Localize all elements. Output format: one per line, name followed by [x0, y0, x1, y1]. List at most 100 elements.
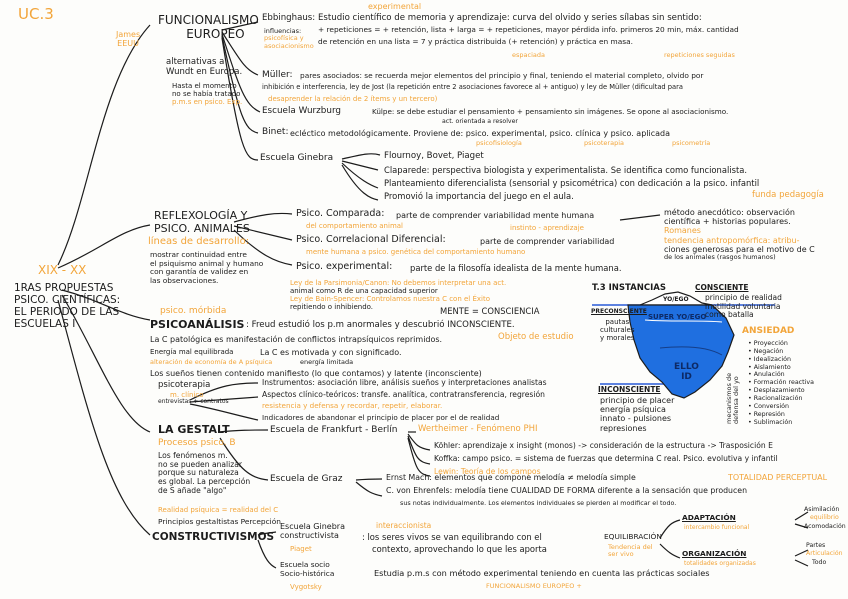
ansiedad-label: ANSIEDAD [742, 326, 795, 336]
organizacion-sub: totalidades organizadas [684, 560, 756, 567]
superyo-label: SUPER YO/EGO [648, 313, 707, 321]
funcionalismo-note: Hasta el momento no se había tratado p.m… [172, 82, 243, 107]
organizacion-label: ORGANIZACIÓN [682, 549, 747, 558]
gestalt-body: Los fenómenos m. no se pueden analizar p… [158, 451, 251, 495]
ginebra-line-2: Planteamiento diferencialista (sensorial… [384, 178, 760, 188]
preconsciente-label: PRECONSCIENTE [591, 308, 647, 315]
ebbinghaus-line-2: + repeticiones = + retención, lista + la… [318, 25, 739, 34]
muller-line-2: inhibición e interferencia, ley de Jost … [262, 83, 683, 91]
psicoanalisis-line-2: La C patológica es manifestación de conf… [150, 335, 443, 344]
gestalt-title: LA GESTALT [158, 423, 230, 436]
parsimonia: Ley de la Parsimonia/Canon: No debemos i… [290, 279, 507, 312]
ebbinghaus-line-1: Estudio científico de memoria y aprendiz… [318, 13, 702, 23]
binet-under-1: psicofisiología [476, 139, 522, 147]
comparada-head: Psico. Comparada: [296, 208, 385, 219]
binet-head: Binet: [262, 127, 289, 137]
ebbinghaus-line-3: de retención en una lista = 7 y práctica… [318, 37, 633, 46]
mente-consciencia: MENTE = CONSCIENCIA [440, 306, 540, 316]
graz-line-1: Ernst Mach: elementos que compone melodí… [386, 473, 636, 482]
psicoanalisis-line-1: : Freud estudió los p.m anormales y desc… [246, 320, 515, 330]
wurzburg-head: Escuela Wurzburg [262, 106, 341, 116]
comparada-note: del comportamiento animal [306, 222, 403, 230]
metodo-anecdotico: método anecdótico: observación científic… [664, 208, 815, 261]
psicoanalisis-line-4: La C es motivada y con significado. [260, 348, 402, 357]
psicoanalisis-line-3: Energía mal equilibrada [150, 348, 234, 356]
wurzburg-sub: act. orientada a resolver [442, 118, 518, 125]
yo-label: YO/EGO [663, 296, 689, 303]
psicoterapia: psicoterapia m. clínico entrevistas + co… [158, 380, 229, 405]
ginebra-constructivista-author: Piaget [290, 545, 312, 553]
psicoterapia-branch-2: Aspectos clínico-teóricos: transfe. anal… [262, 390, 545, 399]
ebbinghaus-under-2: repeticiones seguidas [664, 51, 735, 59]
preconsciente-lines: pautas culturales y morales [600, 318, 635, 343]
consciente-label: CONSCIENTE [695, 283, 749, 292]
ginebra-constructivista-note: interaccionista [376, 521, 432, 530]
reflexologia-body: mostrar continuidad entre el psiquismo a… [150, 250, 264, 285]
sociohistorica-author: Vygotsky [290, 583, 322, 591]
adaptacion-label: ADAPTACIÓN [682, 513, 736, 522]
sociohistorica-line: Estudia p.m.s con método experimental te… [374, 568, 710, 578]
ginebra-constructivista-line-1: : los seres vivos se van equilibrando co… [362, 532, 542, 542]
graz-head: Escuela de Graz [270, 474, 343, 484]
reflexologia-sub: líneas de desarrollo: [148, 236, 250, 247]
binet-under-2: psicoterapia [584, 139, 624, 147]
wurzburg-line: Külpe: se debe estudiar el pensamiento +… [372, 107, 729, 116]
funcionalismo-title: FUNCIONALISMO EUROPEO [158, 13, 259, 41]
psicoanalisis-title: PSICOANÁLISIS [150, 318, 245, 331]
objeto-estudio: Objeto de estudio [498, 332, 574, 342]
frankfurt-head: Escuela de Frankfurt - Berlín [270, 425, 398, 435]
muller-head: Müller: [262, 70, 293, 80]
correlacional-note: mente humana a psico. genética del compo… [306, 248, 526, 256]
adaptacion-sub: intercambio funcional [684, 524, 750, 531]
main-title: 1RAS PROPUESTAS PSICO. CIENTÍFICAS: EL P… [14, 282, 121, 331]
psicoanalisis-label: psico. mórbida [160, 306, 227, 316]
adaptacion-items: Asimilación equilibrio Acomodación [804, 506, 846, 530]
graz-line-2: C. von Ehrenfels: melodía tiene CUALIDAD… [386, 486, 748, 495]
gestalt-principios: Principios gestaltistas Percepción [158, 517, 281, 526]
sociohistorica-head: Escuela socio Socio-histórica [280, 560, 335, 578]
psicoterapia-branch-1: Instrumentos: asociación libre, análisis… [262, 378, 547, 387]
ginebra-authors: Flournoy, Bovet, Piaget [384, 151, 484, 161]
gestalt-sub: Procesos psico. B [158, 438, 236, 448]
frankfurt-item-3: Koffka: campo psico. = sistema de fuerza… [434, 454, 778, 463]
experimental-text: parte de la filosofía idealista de la me… [410, 263, 622, 273]
ello-label: ELLO ID [674, 362, 699, 383]
psicoterapia-branch-3: resistencia y defensa y recordar, repeti… [262, 401, 443, 410]
correlacional-text: parte de comprender variabilidad [480, 237, 615, 246]
psicoanalisis-line-5: alteración de economía de A psíquica [150, 358, 273, 366]
psicoanalisis-line-7: Los sueños tienen contenido manifiesto (… [150, 369, 482, 378]
correlacional-head: Psico. Correlacional Diferencial: [296, 234, 446, 245]
ginebra-line-3: Promovió la importancia del juego en el … [384, 191, 574, 201]
experimental-head: Psico. experimental: [296, 261, 393, 272]
ginebra-note: funda pedagogía [752, 190, 824, 200]
sociohistorica-under: FUNCIONALISMO EUROPEO + [486, 582, 582, 590]
funcionalismo-side: James EEUU [116, 30, 141, 49]
reflexologia-title: REFLEXOLOGÍA Y PSICO. ANIMALES [154, 209, 250, 235]
inconsciente-lines: principio de placer energía psíquica inn… [600, 396, 675, 433]
frankfurt-item-1: Wertheimer - Fenómeno PHI [418, 424, 538, 434]
iceberg-figure [592, 291, 775, 399]
unit-label: UC.3 [18, 5, 54, 23]
constructivismos-title: CONSTRUCTIVISMOS [152, 531, 275, 543]
graz-line-3: sus notas individualmente. Los elementos… [400, 499, 677, 507]
muller-line-1: pares asociados: se recuerda mejor eleme… [300, 71, 704, 80]
ebbinghaus-head-note: experimental [368, 2, 422, 11]
binet-under-3: psicometría [672, 139, 711, 147]
equilibracion-label: EQUILIBRACIÓN [604, 532, 662, 541]
binet-line: ecléctico metodológicamente. Proviene de… [290, 129, 671, 138]
ebbinghaus-under-1: espaciada [512, 51, 545, 59]
frankfurt-item-2: Köhler: aprendizaje x insight (monos) ->… [434, 441, 773, 450]
ginebra-head: Escuela Ginebra [260, 153, 334, 163]
psicoanalisis-line-6: energía limitada [300, 358, 354, 366]
funcionalismo-alt: alternativas a Wundt en Europa. [166, 57, 243, 77]
psicoterapia-branch-4: Indicadores de abandonar el principio de… [262, 413, 500, 422]
ebbinghaus-influences: influencias: psicofísica y asociacionism… [264, 27, 314, 50]
defensas-list: • Proyección • Negación • Idealización •… [748, 340, 814, 426]
ginebra-line-1: Claparede: perspectiva biologista y expe… [384, 165, 748, 175]
consciente-lines: principio de realidad motilidad voluntar… [705, 293, 782, 320]
comparada-text: parte de comprender variabilidad mente h… [396, 211, 595, 220]
frankfurt-item-4: Lewin: Teoría de los campos [434, 467, 541, 476]
comparada-note-2: instinto - aprendizaje [510, 224, 584, 232]
inconsciente-label: INCONSCIENTE [598, 385, 661, 394]
